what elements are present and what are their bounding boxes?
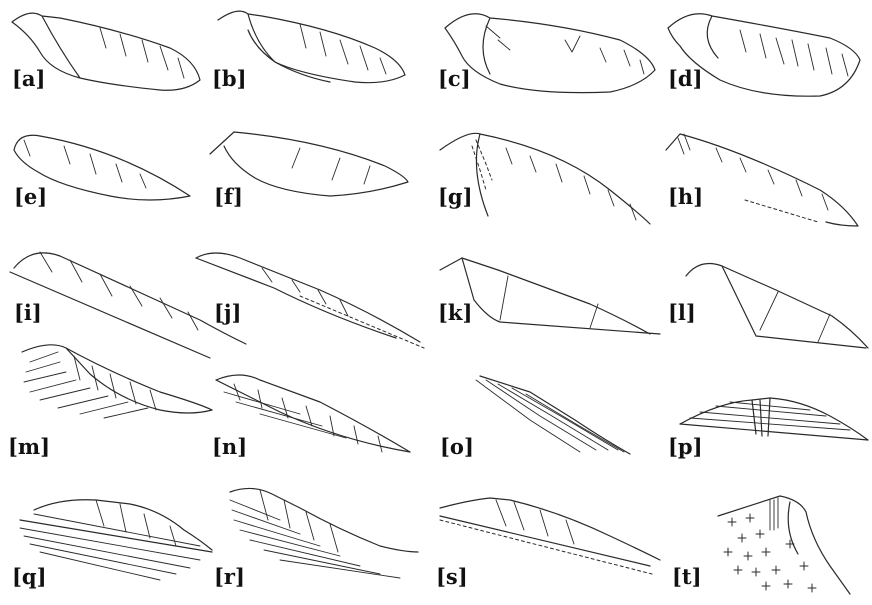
panel-label-m: [m] bbox=[8, 434, 51, 459]
panel-label-o: [o] bbox=[440, 434, 474, 459]
sketch-l bbox=[685, 263, 869, 349]
sketch-t bbox=[717, 495, 851, 595]
panel-label-i: [i] bbox=[14, 300, 42, 325]
sketch-j bbox=[195, 252, 425, 349]
sketch-g bbox=[439, 132, 651, 225]
panel-label-c: [c] bbox=[438, 66, 471, 91]
panel-label-d: [d] bbox=[668, 66, 703, 91]
sketch-o bbox=[475, 375, 631, 455]
sketch-m bbox=[21, 344, 213, 419]
sketch-s bbox=[439, 497, 661, 575]
panel-label-n: [n] bbox=[212, 434, 248, 459]
sketch-r bbox=[229, 487, 419, 579]
sketch-q bbox=[19, 499, 213, 581]
panel-label-p: [p] bbox=[668, 434, 703, 459]
sketch-a bbox=[11, 12, 201, 91]
sketch-c bbox=[444, 13, 656, 94]
panel-label-q: [q] bbox=[12, 564, 47, 589]
panel-label-l: [l] bbox=[668, 300, 696, 325]
sketch-b bbox=[217, 10, 406, 84]
panel-label-r: [r] bbox=[214, 564, 245, 589]
sketch-f bbox=[209, 131, 409, 197]
panel-label-s: [s] bbox=[436, 564, 468, 589]
panel-label-f: [f] bbox=[214, 184, 243, 209]
sketch-d bbox=[667, 13, 861, 97]
panel-label-b: [b] bbox=[212, 66, 247, 91]
panel-label-e: [e] bbox=[14, 184, 48, 209]
panel-label-j: [j] bbox=[214, 300, 242, 325]
sketch-i bbox=[9, 251, 247, 359]
panel-label-t: [t] bbox=[672, 564, 702, 589]
sketch-h bbox=[665, 133, 859, 227]
sketch-k bbox=[439, 257, 661, 335]
panel-label-a: [a] bbox=[12, 66, 46, 91]
sketch-n bbox=[215, 374, 411, 453]
sketch-e bbox=[13, 134, 191, 201]
sketch-p bbox=[679, 397, 869, 441]
panel-label-h: [h] bbox=[668, 184, 704, 209]
panel-label-g: [g] bbox=[438, 184, 473, 209]
panel-label-k: [k] bbox=[438, 300, 473, 325]
